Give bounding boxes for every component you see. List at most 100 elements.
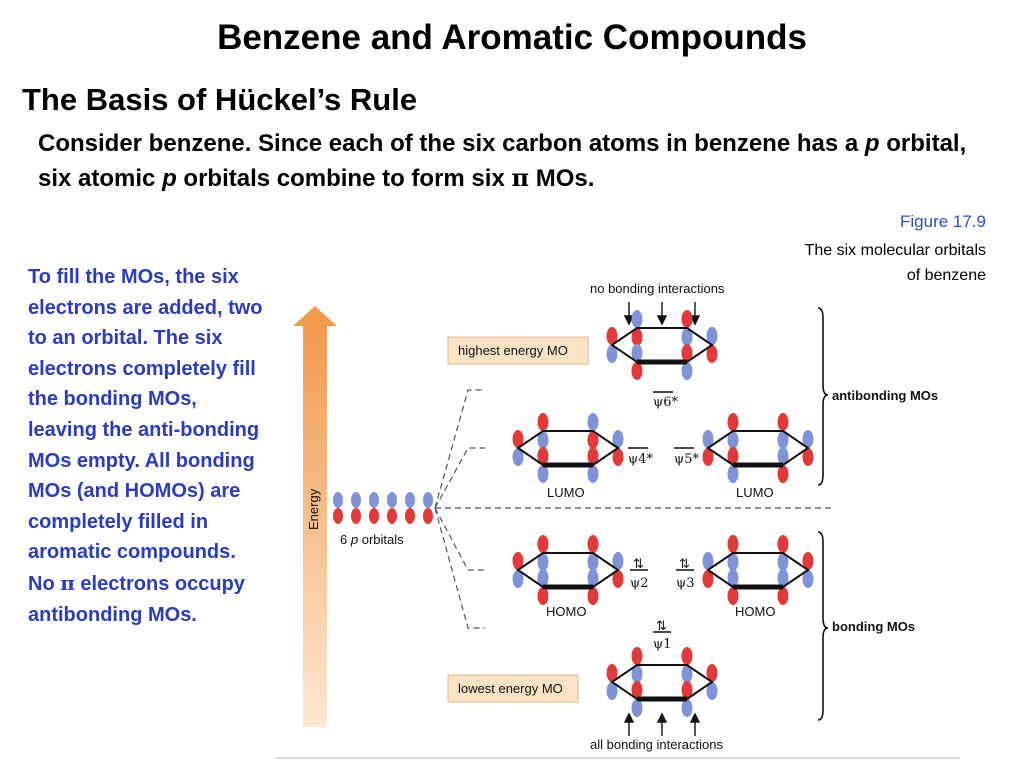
mo-lobe-top <box>777 569 789 587</box>
mo-lobe-top <box>681 647 693 665</box>
psi2-electrons: ⇅ <box>633 556 644 571</box>
intro-text: Consider benzene. Since each of the six … <box>38 127 998 196</box>
p-orbitals-p: p <box>350 532 358 547</box>
hexagon-ring <box>706 430 810 466</box>
bottom-arrows <box>623 712 701 736</box>
slide-subtitle: The Basis of Hückel’s Rule <box>22 82 418 117</box>
figure-caption-line2: of benzene <box>906 267 986 284</box>
mo-lobe-bottom <box>727 553 739 571</box>
p-orbital-top-lobe <box>405 492 415 508</box>
psi2-label: ψ2 <box>630 576 648 591</box>
mo-lobe-bottom <box>702 448 714 466</box>
p-orbital-top-lobe <box>351 492 361 508</box>
lumo-label-right: LUMO <box>736 485 774 500</box>
p-orbital-bottom-lobe <box>405 508 415 524</box>
mo-lobe-bottom <box>727 587 739 605</box>
lumo-label-left: LUMO <box>547 485 585 500</box>
intro-part4: MOs. <box>529 165 595 192</box>
mo-diagram: Energy 6 p orbitals no bonding interacti… <box>275 281 960 759</box>
mo-lobe-top <box>631 344 643 362</box>
benzene-mo-ring <box>512 535 624 605</box>
sidebar-part1: To fill the MOs, the six electrons are a… <box>28 266 263 595</box>
mo-lobe-bottom <box>587 431 599 449</box>
benzene-mo-ring <box>702 535 814 605</box>
correlation-lines <box>434 389 485 629</box>
psi4-level: ψ4* <box>628 447 653 467</box>
homo-label-left: HOMO <box>546 604 586 619</box>
mo-lobe-top <box>512 552 524 570</box>
energy-arrow: Energy <box>293 306 337 727</box>
mo-lobe-top <box>587 413 599 431</box>
mo-lobe-bottom <box>612 570 624 588</box>
psi2-level: ⇅ ψ2 <box>630 556 648 591</box>
psi1-label: ψ1 <box>653 637 671 652</box>
hexagon-ring <box>706 552 810 588</box>
mo-lobe-bottom <box>631 362 643 380</box>
antibonding-label: antibonding MOs <box>832 388 938 403</box>
p-orbital-bottom-lobe <box>333 508 343 524</box>
mo-lobe-top <box>777 413 789 431</box>
hexagon-ring <box>610 327 714 363</box>
hexagon-ring <box>610 664 714 700</box>
mo-lobe-top <box>706 664 718 682</box>
p-orbitals-text: orbitals <box>362 532 404 547</box>
mo-lobe-bottom <box>537 431 549 449</box>
mo-lobe-top <box>606 664 618 682</box>
top-arrows <box>623 302 701 326</box>
p-orbital-bottom-lobe <box>423 508 433 524</box>
mo-lobe-top <box>537 447 549 465</box>
mo-lobe-bottom <box>727 431 739 449</box>
energy-label: Energy <box>306 488 321 530</box>
mo-lobe-top <box>587 569 599 587</box>
mo-lobe-bottom <box>512 448 524 466</box>
psi1-level: ⇅ ψ1 <box>653 618 671 652</box>
mo-lobe-bottom <box>631 665 643 683</box>
intro-part2: orbital, six atomic <box>38 130 967 192</box>
mo-lobe-bottom <box>606 682 618 700</box>
mo-lobe-top <box>631 647 643 665</box>
p-orbital-bottom-lobe <box>351 508 361 524</box>
mo-lobe-top <box>702 552 714 570</box>
mo-lobe-bottom <box>631 699 643 717</box>
mo-lobe-top <box>537 413 549 431</box>
psi5-label: ψ5* <box>674 452 699 467</box>
psi6-level: ψ6* <box>653 391 678 410</box>
intro-p-2: p <box>162 165 177 192</box>
mo-lobe-bottom <box>802 570 814 588</box>
mo-lobe-bottom <box>777 553 789 571</box>
psi6-label: ψ6* <box>653 395 678 410</box>
mo-lobe-bottom <box>631 328 643 346</box>
mo-lobe-top <box>631 681 643 699</box>
p-orbital-top-lobe <box>423 492 433 508</box>
p-orbitals-label: 6 p orbitals <box>340 532 404 547</box>
p-orbital-bottom-lobe <box>369 508 379 524</box>
mo-lobe-top <box>702 430 714 448</box>
mo-lobe-top <box>727 413 739 431</box>
benzene-mo-ring <box>606 310 718 380</box>
p-orbital-top-lobe <box>369 492 379 508</box>
p-orbitals-count: 6 <box>340 532 347 547</box>
mo-lobe-top <box>727 447 739 465</box>
psi3-electrons: ⇅ <box>679 556 690 571</box>
mo-lobe-top <box>631 310 643 328</box>
mo-lobe-top <box>512 430 524 448</box>
highest-energy-box: highest energy MO <box>447 336 589 365</box>
intro-pi-symbol: π <box>511 163 530 192</box>
p-orbital-top-lobe <box>387 492 397 508</box>
mo-lobe-top <box>612 552 624 570</box>
psi1-electrons: ⇅ <box>656 618 667 633</box>
psi3-level: ⇅ ψ3 <box>676 556 694 591</box>
antibonding-bracket <box>817 307 829 486</box>
psi5-level: ψ5* <box>674 447 699 467</box>
intro-p-1: p <box>864 130 880 157</box>
mo-lobe-bottom <box>587 587 599 605</box>
mo-lobe-bottom <box>777 431 789 449</box>
figure-caption-line1: The six molecular orbitals <box>804 242 986 259</box>
homo-label-right: HOMO <box>735 604 775 619</box>
atomic-p-orbitals <box>333 492 433 524</box>
molecular-orbitals <box>512 310 814 717</box>
mo-lobe-bottom <box>681 328 693 346</box>
mo-lobe-bottom <box>706 345 718 363</box>
mo-lobe-top <box>537 569 549 587</box>
bottom-annotation: all bonding interactions <box>590 737 723 752</box>
